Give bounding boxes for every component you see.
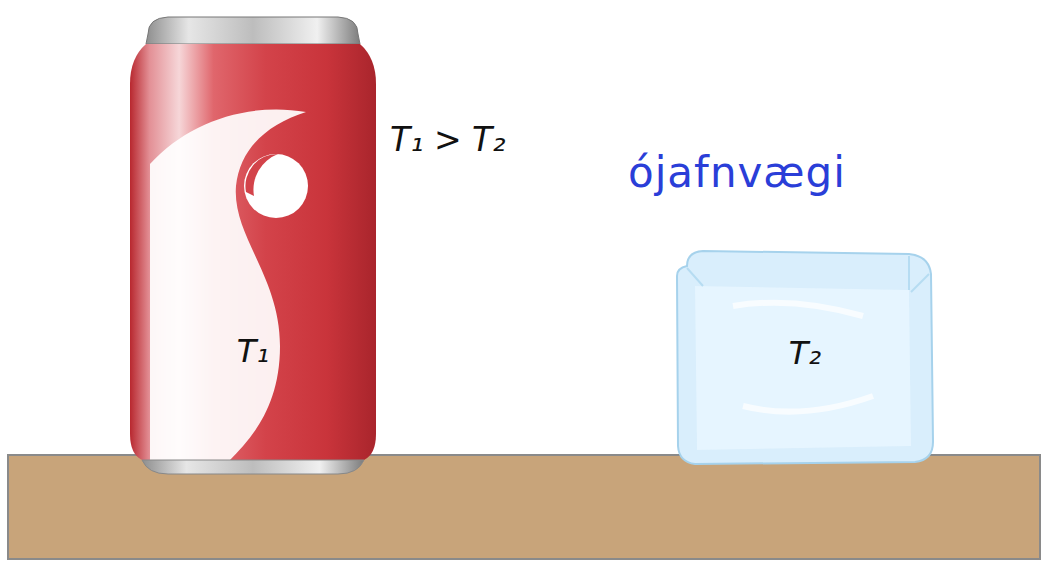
can-lid [146,17,360,44]
temperature-label: T₂ [673,334,937,372]
soda-can: T₁ [128,14,378,476]
temperature-relation: T₁ > T₂ [390,120,505,159]
can-base [142,460,364,474]
soda-can-shape [128,14,378,476]
can-dot-shade [245,154,278,196]
temperature-label: T₁ [128,332,378,370]
handwritten-note: ójafnvægi [628,148,846,197]
can-body [130,44,376,460]
can-dot [244,154,308,218]
ice-cube: T₂ [673,246,937,468]
cube-edges [687,256,929,292]
table-top [8,455,1040,559]
